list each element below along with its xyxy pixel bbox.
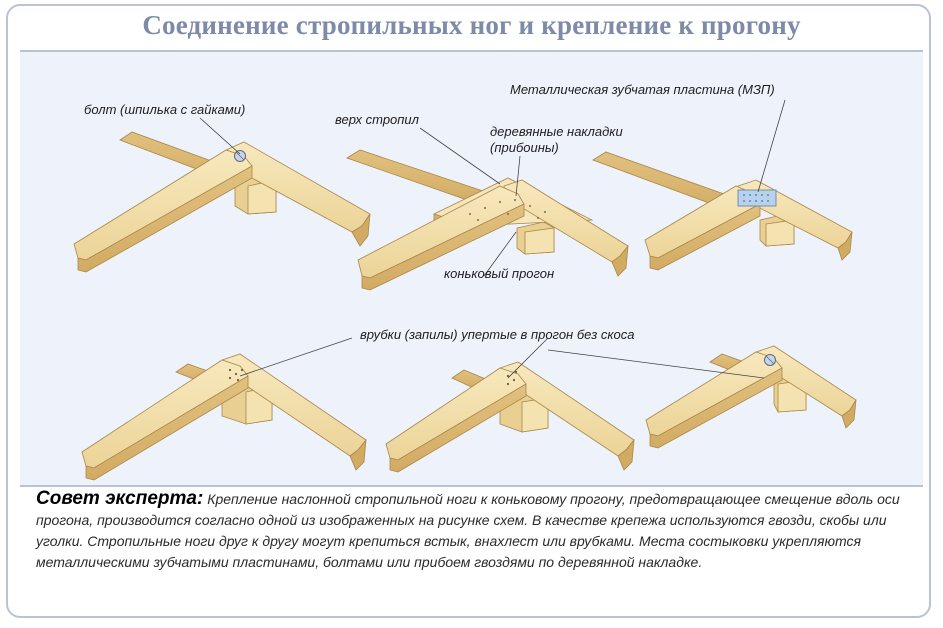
label-notches: врубки (запилы) упертые в прогон без ско… [360,327,635,342]
scheme-notch-center [385,361,635,473]
expert-tip: Совет эксперта: Крепление наслонной стро… [36,488,916,573]
tip-text: Крепление наслонной стропильной ноги к к… [36,491,900,570]
leader-lines [199,99,786,379]
label-wood-plates: деревянные накладки [490,124,623,139]
scheme-notch-bolt [645,345,857,449]
scheme-wood-plates [346,149,629,291]
label-ridge-purlin: коньковый прогон [444,266,555,281]
label-bolt: болт (шпилька с гайками) [84,102,246,117]
scheme-metal-plate [592,151,853,271]
label-rafter-top: верх стропил [335,112,419,127]
page-title: Соединение стропильных ног и крепление к… [142,10,801,40]
label-wood-plates-sub: (прибоины) [490,140,559,155]
scheme-notch-nails [81,353,367,481]
scheme-bolt [73,131,371,273]
tip-heading: Совет эксперта: [36,488,204,509]
label-metal-plate: Металлическая зубчатая пластина (МЗП) [510,82,775,97]
